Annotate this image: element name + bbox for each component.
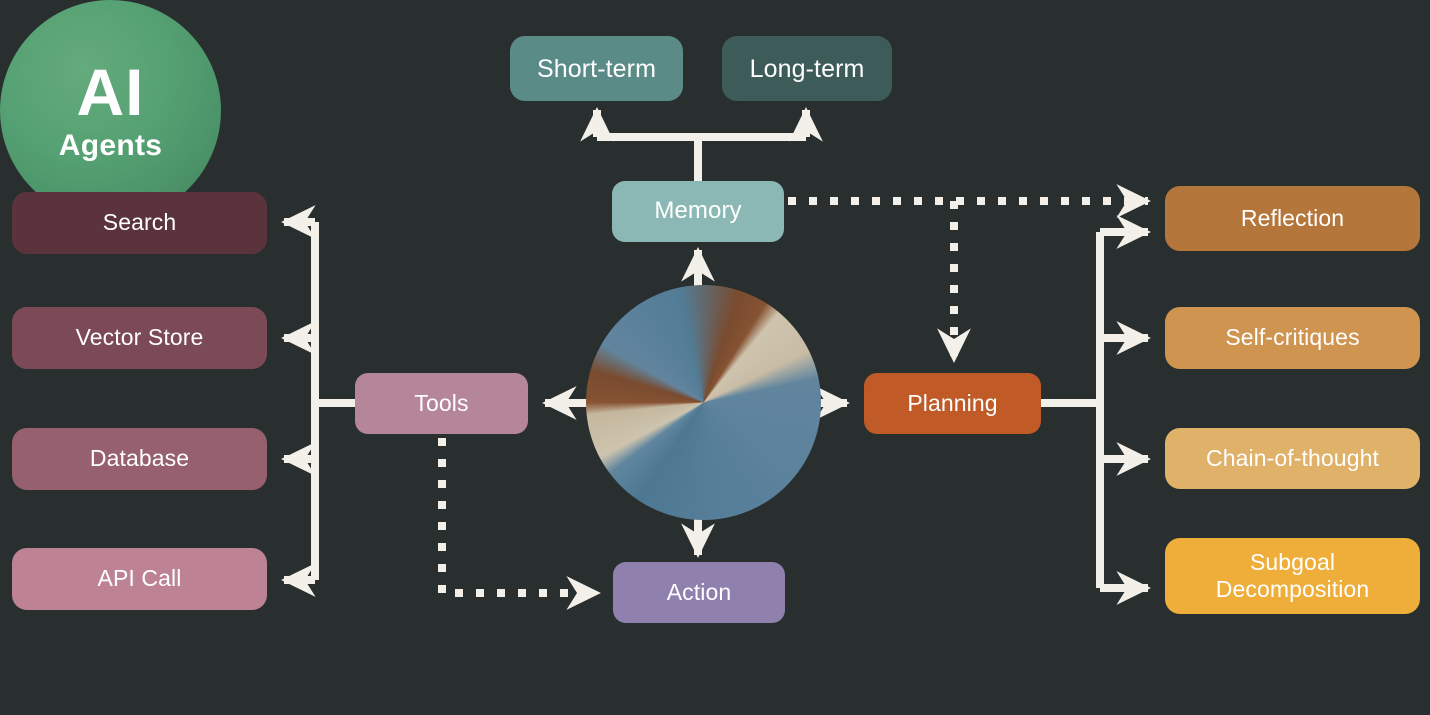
node-self-critiques[interactable]: Self-critiques [1165,307,1420,369]
node-api-call[interactable]: API Call [12,548,267,610]
node-action[interactable]: Action [613,562,785,623]
ai-agents-title: AI [76,54,145,129]
node-subgoal-line-2: Decomposition [1215,576,1370,602]
edge-tools-to-action [438,438,601,610]
ai-agents-ring [586,285,821,520]
node-chain-of-thought[interactable]: Chain-of-thought [1165,428,1420,489]
node-short-term[interactable]: Short-term [510,36,683,101]
node-long-term[interactable]: Long-term [722,36,892,101]
node-reflection[interactable]: Reflection [1165,186,1420,251]
node-tools[interactable]: Tools [355,373,528,434]
node-memory[interactable]: Memory [612,181,784,242]
node-ai-agents[interactable]: AI Agents [0,0,221,221]
node-planning[interactable]: Planning [864,373,1041,434]
node-database[interactable]: Database [12,428,267,490]
node-subgoal-decomposition[interactable]: Subgoal Decomposition [1165,538,1420,614]
node-search[interactable]: Search [12,192,267,254]
node-vector-store[interactable]: Vector Store [12,307,267,369]
node-subgoal-line-1: Subgoal [1249,548,1336,575]
ai-agents-subtitle: Agents [58,128,163,162]
